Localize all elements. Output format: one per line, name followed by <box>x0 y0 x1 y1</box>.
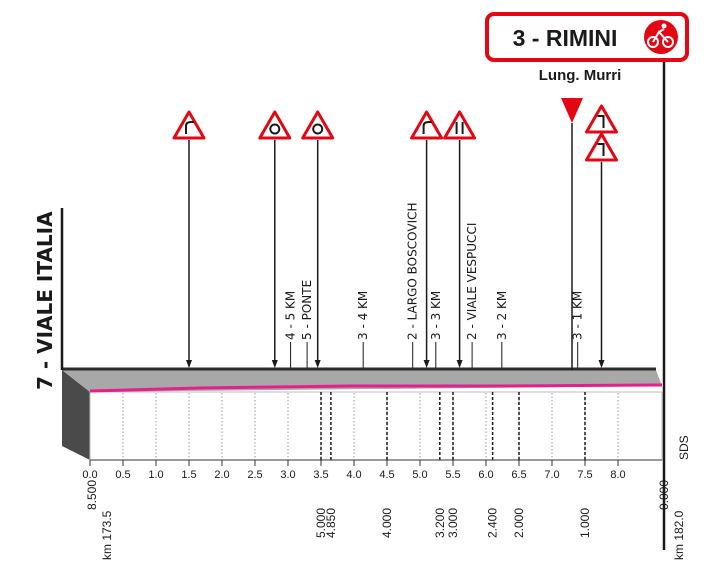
waypoint-label: 4 - 5 KM <box>284 291 298 340</box>
remaining-km-label: 2.400 <box>486 508 500 538</box>
waypoint-label: 2 - VIALE VESPUCCI <box>465 223 479 340</box>
double-bend-sign-icon <box>585 104 618 368</box>
profile-ground <box>89 391 663 461</box>
axis-tick-label: 5.5 <box>445 469 460 481</box>
remaining-km-label: 4.000 <box>380 508 394 538</box>
right-turn-sign-icon <box>410 110 444 368</box>
axis-tick-label: 1.5 <box>181 469 196 481</box>
grid-lines <box>122 392 619 460</box>
waypoint-label: 2 - LARGO BOSCOVICH <box>406 202 420 340</box>
axis-tick-label: 4.5 <box>379 469 394 481</box>
profile-magenta-line <box>89 383 663 393</box>
axis-tick-label: 0.0 <box>82 469 97 481</box>
signature-text: SDS <box>677 435 691 460</box>
axis-tick-label: 2.5 <box>247 469 262 481</box>
axis-end-label: 0.000 <box>657 480 671 510</box>
narrowing-sign-icon <box>443 110 477 368</box>
start-label: 7 - VIALE ITALIA <box>33 211 57 390</box>
axis-tick-label: 8.0 <box>610 469 625 481</box>
roundabout-sign-icon <box>301 110 335 368</box>
axis-tick-label: 4.0 <box>346 469 361 481</box>
axis-tick-label: 3.0 <box>280 469 295 481</box>
axis-tick-label: 2.0 <box>214 469 229 481</box>
waypoint-label: 3 - 3 KM <box>429 291 443 340</box>
remaining-km-label: 3.200 <box>433 508 447 538</box>
axis-end-label: km 173.5 <box>100 510 114 560</box>
profile-front-face <box>62 370 90 460</box>
axis-tick-label: 7.5 <box>577 469 592 481</box>
cyclist-icon <box>644 20 678 54</box>
axis-tick-label: 7.0 <box>544 469 559 481</box>
finish-street-label: Lung. Murri <box>539 67 622 84</box>
flamme-rouge-icon <box>561 98 583 123</box>
axis-tick-label: 6.5 <box>511 469 526 481</box>
roundabout-sign-icon <box>258 110 292 368</box>
finish-box <box>485 12 689 62</box>
axis-tick-label: 0.5 <box>115 469 130 481</box>
remaining-km-label: 4.850 <box>324 508 338 538</box>
waypoint-label: 3 - 1 KM <box>571 291 585 340</box>
remaining-km-label: 2.000 <box>512 508 526 538</box>
remaining-km-label: 3.000 <box>446 508 460 538</box>
landmark-signs <box>172 104 618 368</box>
right-turn-sign-icon <box>172 110 206 368</box>
axis-tick-label: 3.5 <box>313 469 328 481</box>
finish-label: 3 - RIMINI <box>513 25 618 51</box>
remaining-km-label: 5.000 <box>314 508 328 538</box>
waypoint-label: 3 - 2 KM <box>495 291 509 340</box>
remaining-km-label: 1.000 <box>578 508 592 538</box>
waypoint-label: 3 - 4 KM <box>356 291 370 340</box>
axis-tick-label: 5.0 <box>412 469 427 481</box>
waypoint-label: 5 - PONTE <box>300 280 314 340</box>
axis-tick-label: 6.0 <box>478 469 493 481</box>
axis-end-label: 8.500 <box>85 480 99 510</box>
axis-end-label: km 182.0 <box>672 510 686 560</box>
km-axis: 0.0 0.5 1.0 1.5 2.0 2.5 3.0 3.5 4.0 4.5 5.0 5.5 6.0 6… <box>82 459 686 560</box>
axis-tick-label: 1.0 <box>148 469 163 481</box>
